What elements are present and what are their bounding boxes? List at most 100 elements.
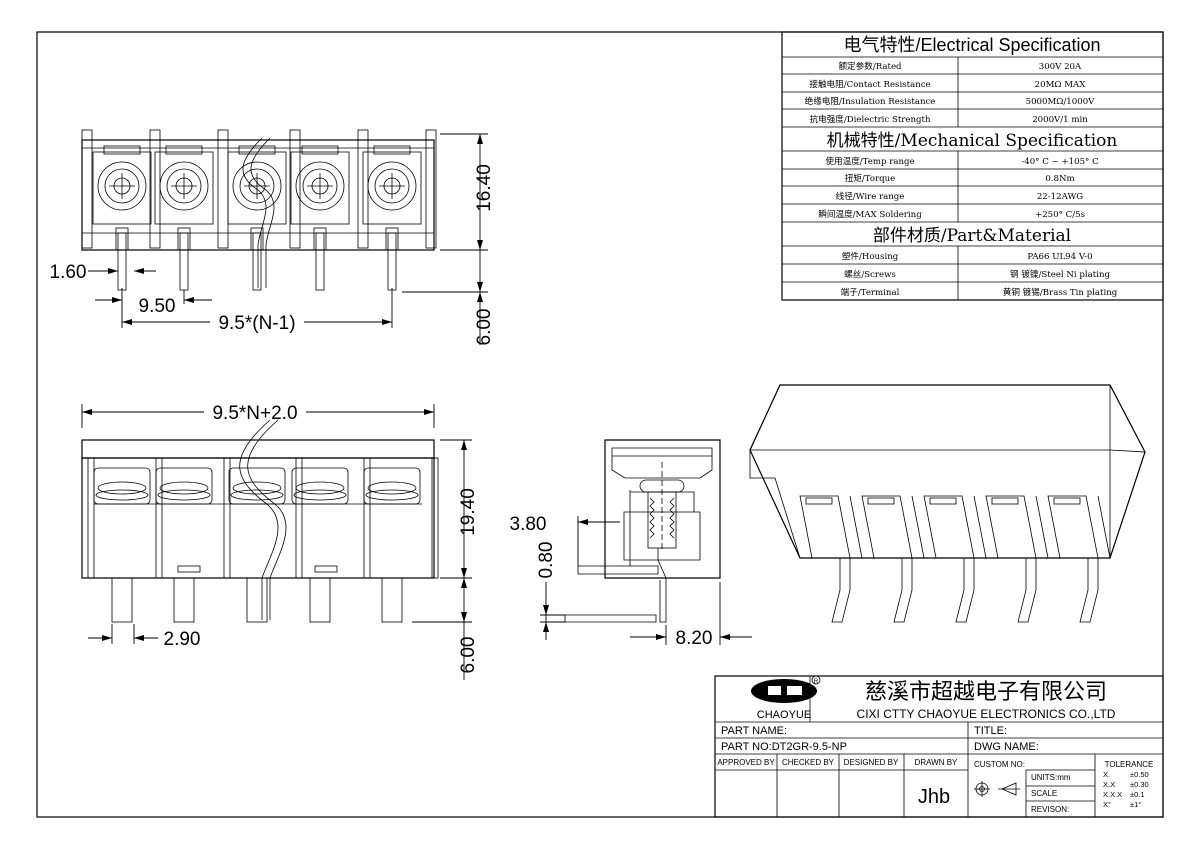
title-label: TITLE:: [974, 725, 1007, 737]
barrier: [289, 129, 301, 249]
screw-head: [239, 168, 275, 204]
spec-value: 黄铜 镀锡/Brass Tin plating: [1003, 286, 1118, 298]
screw-window: [228, 467, 286, 505]
clamp-top: [373, 145, 411, 155]
iso-barrier: [911, 495, 925, 559]
barrier: [425, 129, 437, 249]
spec-value: +250° C/5s: [1035, 210, 1085, 220]
pin: [315, 232, 325, 291]
dim-pin-width: 1.60: [50, 262, 87, 283]
screw-washer: [97, 161, 147, 211]
dim-side-offset: 3.80: [510, 514, 547, 535]
tolerance-title: TOLERANCE: [1105, 760, 1154, 769]
screw-head: [374, 168, 410, 204]
checked-by-label: CHECKED BY: [782, 758, 835, 767]
drawn-by-value: Jhb: [918, 786, 950, 808]
spec-label: 线径/Wire range: [836, 190, 905, 202]
electrical-title: 电气特性/Electrical Specification: [843, 35, 1100, 55]
spec-label: 接触电阻/Contact Resistance: [809, 78, 930, 90]
pin: [387, 232, 397, 291]
iso-pin: [831, 558, 851, 623]
side-view: [564, 439, 721, 623]
iso-cell: [1047, 495, 1099, 559]
spec-label: 瞬间温度/MAX Soldering: [818, 208, 922, 220]
spec-label: 绝缘电阻/Insulation Resistance: [805, 95, 936, 107]
screw-head: [166, 168, 202, 204]
barrier: [81, 129, 93, 249]
isometric-view: [749, 384, 1146, 623]
washer: [157, 489, 211, 501]
custom-no-label: CUSTOM NO:: [974, 760, 1025, 769]
screw-head: [295, 481, 345, 495]
spec-label: 螺丝/Screws: [844, 268, 896, 280]
dim-front-pin-width: 2.90: [164, 629, 201, 650]
iso-barrier: [1097, 495, 1111, 559]
spec-value: PA66 UL94 V-0: [1027, 252, 1092, 262]
svg-text:R: R: [814, 679, 819, 685]
screw-head: [302, 168, 338, 204]
projection-symbol-icon: [974, 781, 1020, 797]
spec-label: 抗电强度/Dielectric Strength: [809, 113, 931, 125]
spec-label: 塑件/Housing: [842, 250, 899, 262]
terminal-cell: [362, 151, 422, 225]
spec-value: 22-12AWG: [1037, 192, 1083, 202]
screw-head: [104, 168, 140, 204]
spec-label: 使用温度/Temp range: [825, 155, 914, 167]
terminal-cell: [227, 151, 287, 225]
front-view-dimensions: 9.5*N+2.0 19.40 6.00 2.90: [81, 403, 479, 680]
screw-window: [291, 467, 349, 505]
screw-window: [363, 467, 421, 505]
screw-washer: [295, 161, 345, 211]
pin: [252, 232, 262, 291]
pin-base: [385, 227, 399, 251]
iso-clamp: [1053, 497, 1081, 505]
pin: [117, 232, 127, 291]
units-label: UNITS:mm: [1031, 773, 1071, 782]
iso-pin: [893, 558, 913, 623]
tolerance-value: ±1°: [1130, 800, 1141, 809]
barrier: [155, 457, 163, 579]
spec-label: 端子/Terminal: [841, 286, 900, 298]
terminal-cell: [154, 151, 214, 225]
tolerance-key: X°: [1103, 800, 1111, 809]
screw-window: [93, 467, 151, 505]
pin: [111, 577, 133, 623]
spec-value: 2000V/1 min: [1032, 115, 1088, 125]
iso-pin: [1017, 558, 1037, 623]
pin: [309, 577, 331, 623]
iso-clamp: [991, 497, 1019, 505]
designed-by-label: DESIGNED BY: [844, 758, 899, 767]
screw-washer: [232, 161, 282, 211]
spec-value: 5000MΩ/1000V: [1026, 97, 1096, 107]
screw-head: [159, 481, 209, 495]
screw-window: [155, 467, 213, 505]
dim-side-thickness: 0.80: [536, 542, 557, 579]
tolerance-value: ±0.30: [1130, 780, 1149, 789]
clamp-top: [103, 145, 141, 155]
tolerance-key: X.X: [1103, 780, 1115, 789]
top-view-dimensions: 16.40 6.00 1.60 9.50 9.5*(N-1): [50, 133, 495, 346]
barrier: [431, 457, 439, 579]
barrier: [363, 457, 371, 579]
front-view: [81, 419, 439, 623]
revision-label: REVISON:: [1031, 805, 1069, 814]
spec-value: 20MΩ MAX: [1035, 80, 1087, 90]
mechanical-title: 机械特性/Mechanical Specification: [827, 131, 1118, 151]
tolerance-value: ±0.50: [1130, 770, 1149, 779]
spec-label: 额定参数/Rated: [838, 60, 902, 72]
pin: [173, 577, 195, 623]
dim-front-pin-length: 6.00: [458, 637, 479, 674]
top-view: [81, 129, 437, 291]
screw-washer: [159, 161, 209, 211]
side-view-dimensions: 3.80 0.80 8.20: [510, 514, 752, 649]
spec-value: 钢 镀镍/Steel Ni plating: [1010, 268, 1111, 280]
dim-front-height: 19.40: [458, 488, 479, 536]
spec-value: -40° C ~ +105° C: [1021, 157, 1099, 167]
washer: [365, 489, 419, 501]
spec-label: 扭矩/Torque: [845, 172, 896, 184]
iso-clamp: [805, 497, 833, 505]
spec-value: 0.8Nm: [1045, 174, 1074, 184]
dim-top-pin-length: 6.00: [474, 309, 495, 346]
sheet-border: [36, 31, 1164, 818]
